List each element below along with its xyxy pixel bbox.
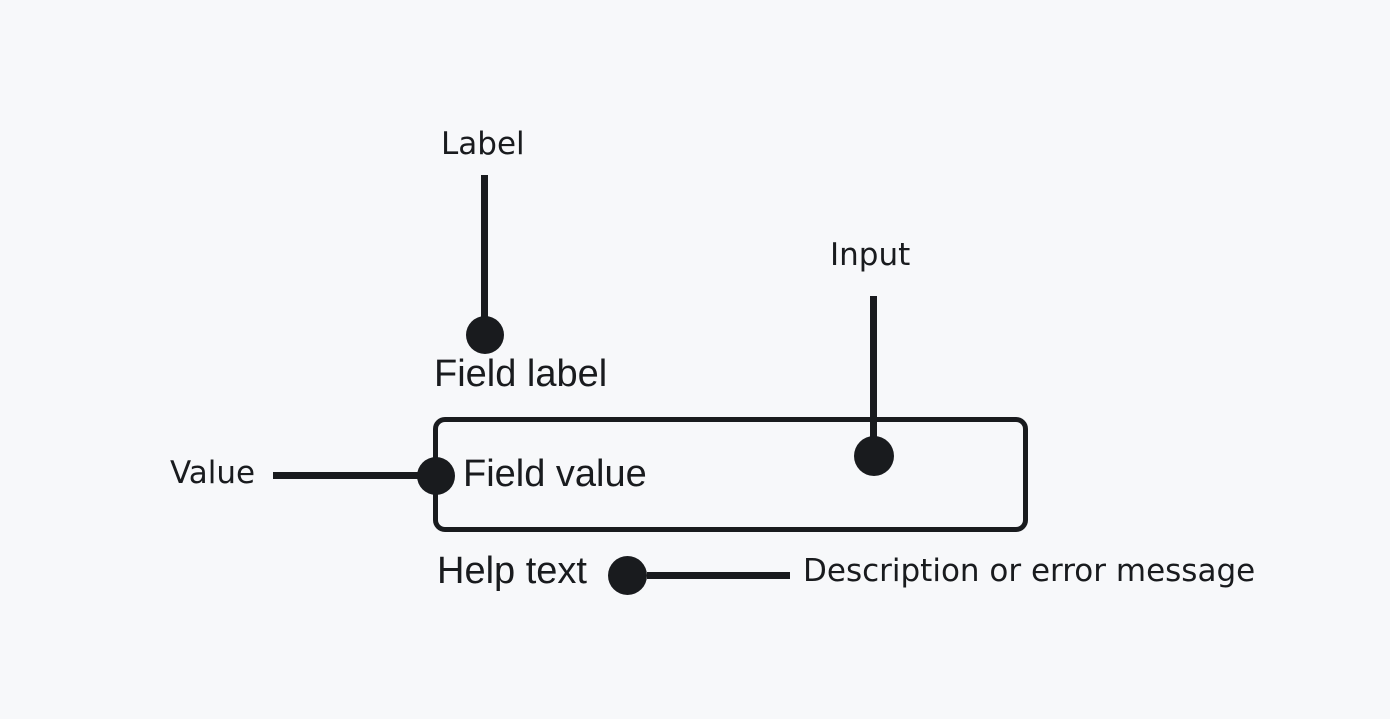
label-connector-dot [466, 316, 504, 354]
help-connector-dot [608, 556, 647, 595]
field-label-text: Field label [434, 352, 608, 395]
annotation-help-description: Description or error message [803, 553, 1256, 589]
help-connector-line [647, 572, 790, 579]
input-field-box: Field value [433, 417, 1028, 532]
value-connector-dot [417, 457, 455, 495]
annotation-label: Label [441, 126, 525, 162]
input-connector-line [870, 296, 877, 456]
input-connector-dot [854, 436, 894, 476]
help-text: Help text [437, 549, 587, 592]
field-value-text: Field value [463, 453, 647, 495]
value-connector-line [273, 472, 436, 479]
annotation-value: Value [170, 455, 256, 491]
annotation-input: Input [830, 237, 911, 273]
label-connector-line [481, 175, 488, 335]
